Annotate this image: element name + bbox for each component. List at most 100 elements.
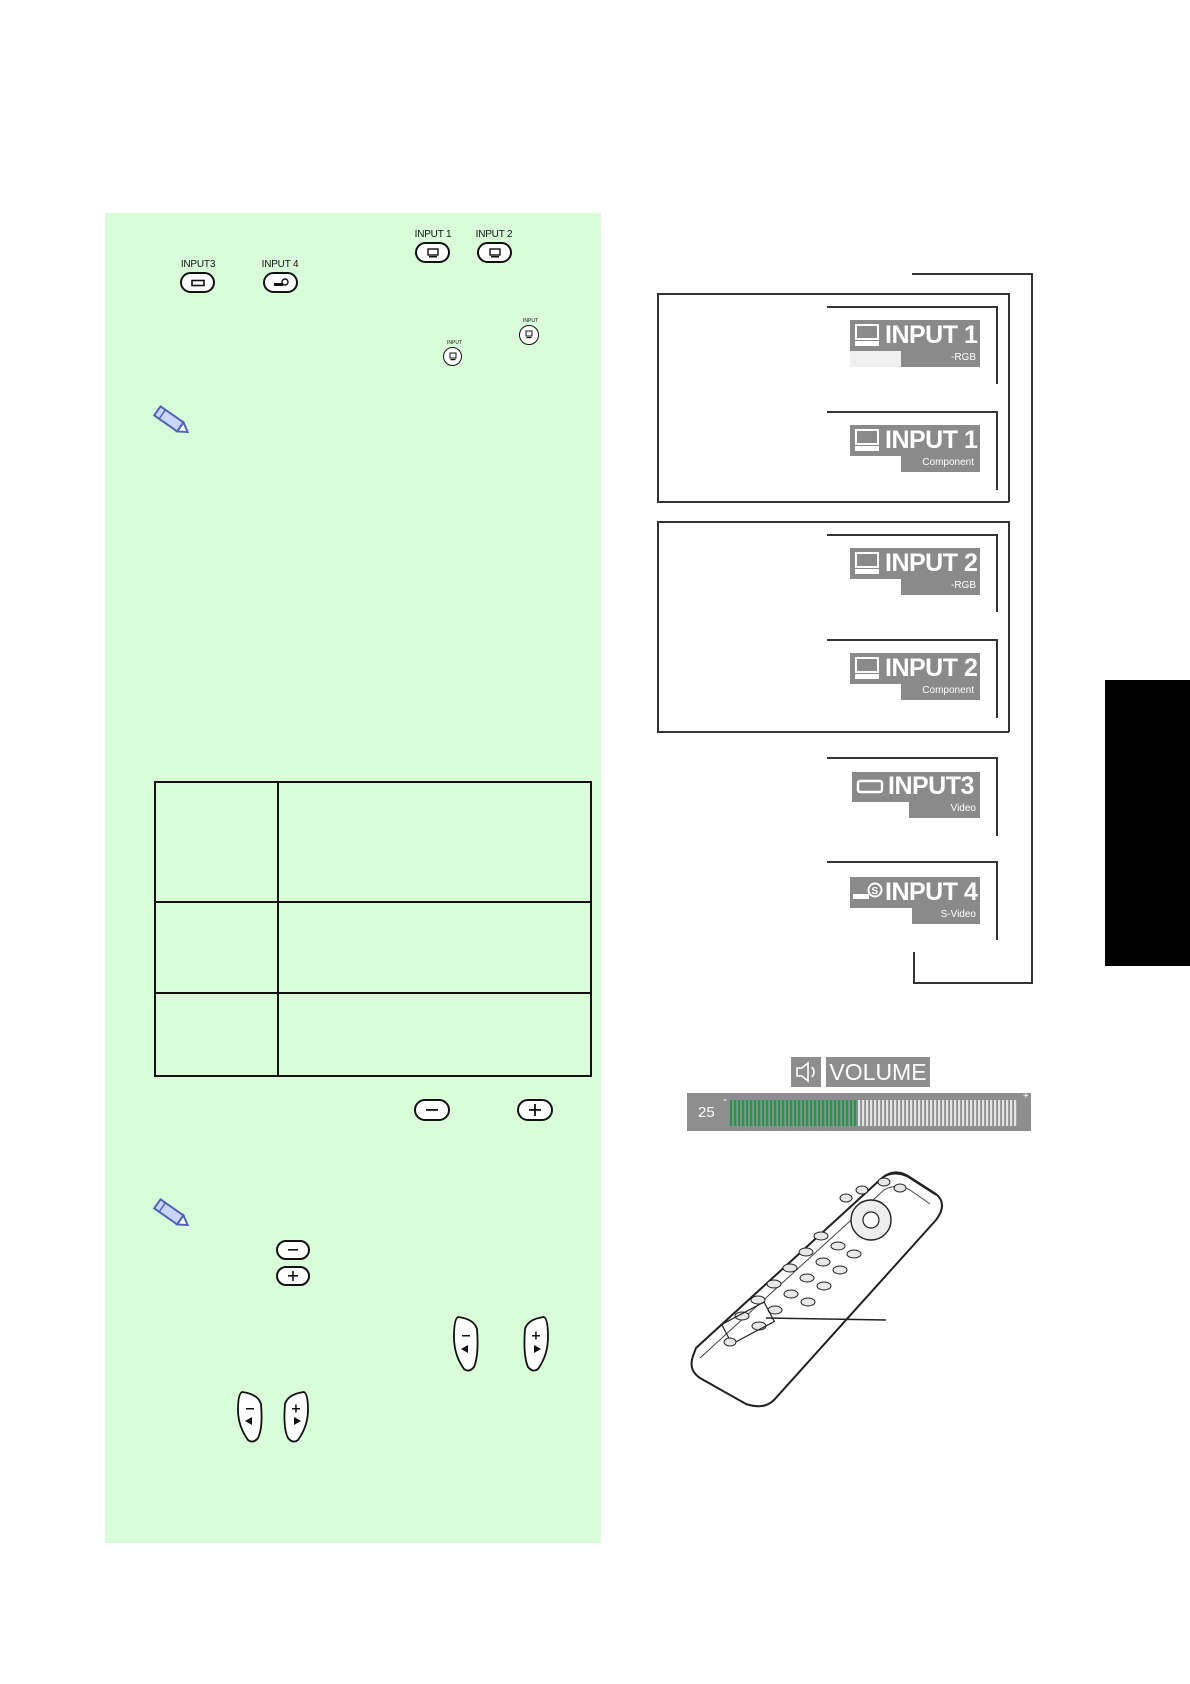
volume-tick — [990, 1100, 993, 1126]
volume-tick — [826, 1100, 829, 1126]
volume-tick — [950, 1100, 953, 1126]
volume-tick — [806, 1100, 809, 1126]
volume-tick — [782, 1100, 785, 1126]
volume-tick — [802, 1100, 805, 1126]
input-round-button-2[interactable] — [443, 347, 462, 366]
volume-tick — [754, 1100, 757, 1126]
volume-tick — [962, 1100, 965, 1126]
volume-tick — [926, 1100, 929, 1126]
monitor-icon — [855, 552, 879, 574]
volume-tick — [858, 1100, 861, 1126]
volume-tick — [918, 1100, 921, 1126]
video-icon — [856, 779, 884, 794]
plus-icon — [529, 1104, 541, 1116]
volume-tick — [910, 1100, 913, 1126]
volume-tick — [854, 1100, 857, 1126]
volume-tick — [850, 1100, 853, 1126]
volume-tick — [778, 1100, 781, 1126]
volume-tick — [954, 1100, 957, 1126]
osd-input1-component: INPUT 1 — [850, 425, 980, 456]
minus-button-small[interactable] — [276, 1240, 310, 1260]
osd-input1-rgb-sub: -RGB — [901, 351, 980, 367]
left-volume-key-icon[interactable] — [452, 1315, 480, 1373]
s-video-icon: S — [853, 882, 883, 899]
volume-tick — [834, 1100, 837, 1126]
table-cell — [154, 992, 279, 1077]
volume-tick — [734, 1100, 737, 1126]
volume-tick — [898, 1100, 901, 1126]
volume-tick — [786, 1100, 789, 1126]
input1-button-caption: INPUT 1 — [414, 229, 452, 240]
input4-button[interactable] — [263, 272, 298, 293]
volume-tick — [730, 1100, 733, 1126]
table-cell — [277, 781, 592, 903]
volume-tick — [794, 1100, 797, 1126]
right-volume-key-icon[interactable] — [522, 1315, 550, 1373]
input-round-button-1[interactable] — [519, 325, 539, 345]
volume-minus-button[interactable] — [414, 1099, 450, 1121]
left-volume-key-icon-2[interactable] — [236, 1390, 264, 1444]
volume-tick — [930, 1100, 933, 1126]
volume-tick — [986, 1100, 989, 1126]
osd-shadow — [850, 351, 901, 367]
volume-tick — [994, 1100, 997, 1126]
volume-tick — [750, 1100, 753, 1126]
chapter-side-tab — [1105, 680, 1190, 966]
volume-tick — [886, 1100, 889, 1126]
table-cell — [154, 901, 279, 994]
volume-tick — [798, 1100, 801, 1126]
volume-tick — [922, 1100, 925, 1126]
volume-tick — [958, 1100, 961, 1126]
osd-input2-rgb: INPUT 2 — [850, 548, 980, 579]
volume-tick — [790, 1100, 793, 1126]
remote-control-illustration — [690, 1171, 943, 1408]
volume-tick — [846, 1100, 849, 1126]
volume-tick — [810, 1100, 813, 1126]
volume-tick — [842, 1100, 845, 1126]
volume-tick — [870, 1100, 873, 1126]
right-volume-key-icon-2[interactable] — [282, 1390, 310, 1444]
osd-input3-video: INPUT3 — [852, 772, 980, 802]
volume-tick — [814, 1100, 817, 1126]
volume-tick — [978, 1100, 981, 1126]
volume-tick — [934, 1100, 937, 1126]
input2-button[interactable] — [477, 242, 512, 263]
volume-max-mark: + — [1023, 1091, 1029, 1102]
input-small-caption-2: INPUT — [447, 340, 462, 346]
volume-tick — [998, 1100, 1001, 1126]
volume-tick — [882, 1100, 885, 1126]
volume-tick — [758, 1100, 761, 1126]
volume-tick — [742, 1100, 745, 1126]
monitor-icon — [855, 429, 879, 451]
monitor-icon — [855, 657, 879, 679]
plus-button-small[interactable] — [276, 1266, 310, 1286]
pencil-note-icon — [152, 404, 190, 434]
monitor-icon — [426, 247, 439, 257]
osd-input2-component-sub: Component — [901, 684, 980, 700]
callout-line — [765, 1317, 887, 1321]
volume-tick — [738, 1100, 741, 1126]
volume-tick — [822, 1100, 825, 1126]
osd-input2-rgb-sub: -RGB — [901, 579, 980, 595]
input1-button[interactable] — [415, 242, 450, 263]
table-cell — [277, 992, 592, 1077]
speaker-icon — [791, 1057, 821, 1087]
input3-button[interactable] — [180, 272, 215, 293]
volume-tick — [902, 1100, 905, 1126]
volume-tick — [1006, 1100, 1009, 1126]
volume-tick — [894, 1100, 897, 1126]
volume-tick — [770, 1100, 773, 1126]
input3-button-caption: INPUT3 — [180, 259, 216, 270]
plus-icon — [288, 1271, 298, 1281]
info-table — [154, 781, 592, 1077]
volume-tick — [1002, 1100, 1005, 1126]
pencil-note-icon-2 — [152, 1197, 190, 1227]
volume-min-mark: - — [723, 1092, 727, 1106]
monitor-icon — [488, 247, 501, 257]
volume-plus-button[interactable] — [517, 1099, 553, 1121]
s-video-icon — [273, 277, 289, 286]
monitor-icon — [525, 330, 533, 339]
volume-tick — [1010, 1100, 1013, 1126]
monitor-icon — [855, 324, 879, 346]
osd-input4-svideo: S INPUT 4 — [850, 877, 980, 908]
